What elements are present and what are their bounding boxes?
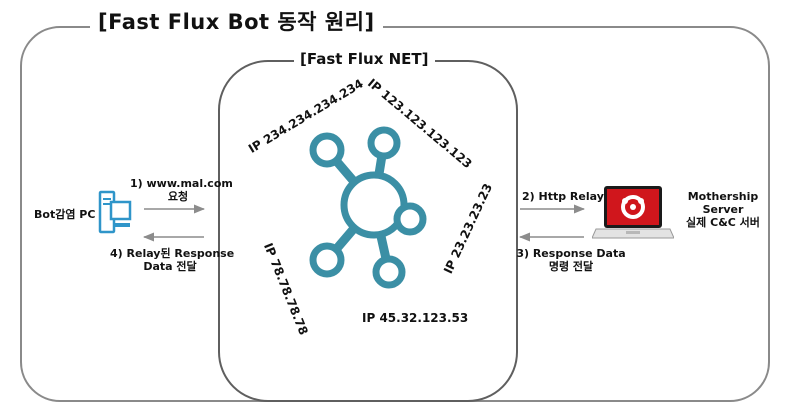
step1-line1: 1) www.mal.com: [130, 177, 233, 190]
step1-label: 1) www.mal.com 요청: [130, 177, 233, 203]
fast-flux-net-title: [Fast Flux NET]: [294, 50, 435, 68]
step3-label: 3) Response Data 명령 전달: [516, 247, 626, 273]
step1-line2: 요청: [167, 190, 189, 203]
server-line2: Server: [702, 203, 744, 216]
server-label: Mothership Server 실제 C&C 서버: [672, 190, 774, 229]
server-line3: 실제 C&C 서버: [686, 216, 760, 229]
step3-line1: 3) Response Data: [516, 247, 626, 260]
laptop-icon: [592, 186, 674, 239]
step4-label: 4) Relay된 Response Data 전달: [110, 247, 235, 273]
network-hub-icon: [309, 126, 427, 289]
ip-label-45: IP 45.32.123.53: [362, 311, 469, 325]
diagram-title: [Fast Flux Bot 동작 원리]: [90, 6, 383, 36]
server-line1: Mothership: [687, 190, 759, 203]
step2-label: 2) Http Relay: [522, 190, 604, 203]
bot-pc-label: Bot감염 PC: [34, 208, 96, 221]
step3-line2: 명령 전달: [548, 260, 594, 273]
pc-icon: [98, 190, 132, 234]
step4-line2: Data 전달: [143, 260, 197, 273]
step4-line1: 4) Relay된 Response: [110, 247, 235, 260]
